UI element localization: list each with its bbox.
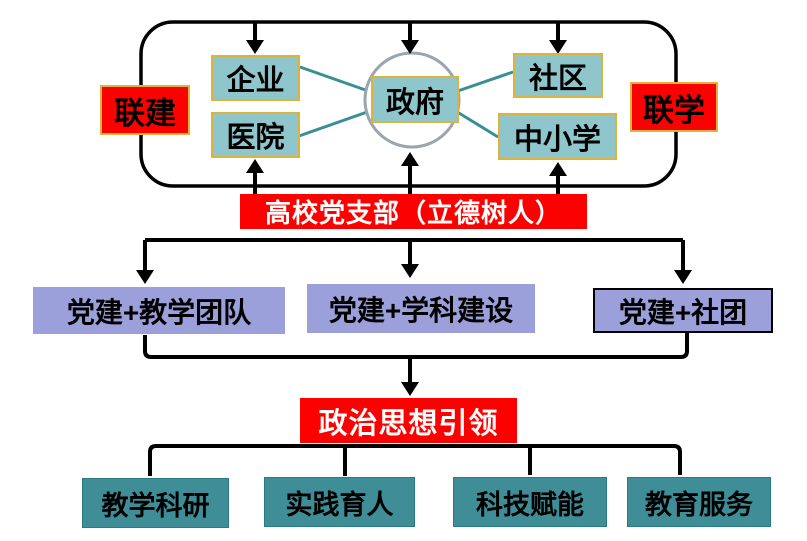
hub-up-arrows: [246, 152, 567, 195]
node-primary-secondary-schools: 中小学: [498, 113, 617, 160]
hub-university-party-branch: 高校党支部（立德树人）: [240, 194, 587, 229]
hub-spoke-lines: [298, 65, 514, 139]
node-government: 政府: [371, 76, 459, 123]
outcome-teaching-research: 教学科研: [82, 478, 229, 528]
outcome-practice-education: 实践育人: [264, 477, 415, 527]
branch-student-clubs: 党建+社团: [593, 288, 773, 333]
node-enterprise: 企业: [211, 55, 300, 101]
outcome-education-service: 教育服务: [627, 477, 771, 527]
gather-bracket: [143, 333, 689, 396]
branch-teaching-team: 党建+教学团队: [33, 287, 285, 334]
branch-discipline-construction: 党建+学科建设: [307, 284, 535, 333]
badge-joint-building: 联建: [100, 85, 190, 135]
outcome-technology-empowerment: 科技赋能: [453, 477, 607, 527]
outcome-rail: [148, 444, 682, 476]
bar-political-ideological-guidance: 政治思想引领: [300, 398, 517, 443]
branch-rail: [136, 238, 692, 284]
node-hospital: 医院: [211, 112, 300, 158]
node-community: 社区: [513, 53, 603, 98]
top-down-arrows: [246, 23, 567, 54]
badge-joint-learning: 联学: [630, 82, 718, 132]
